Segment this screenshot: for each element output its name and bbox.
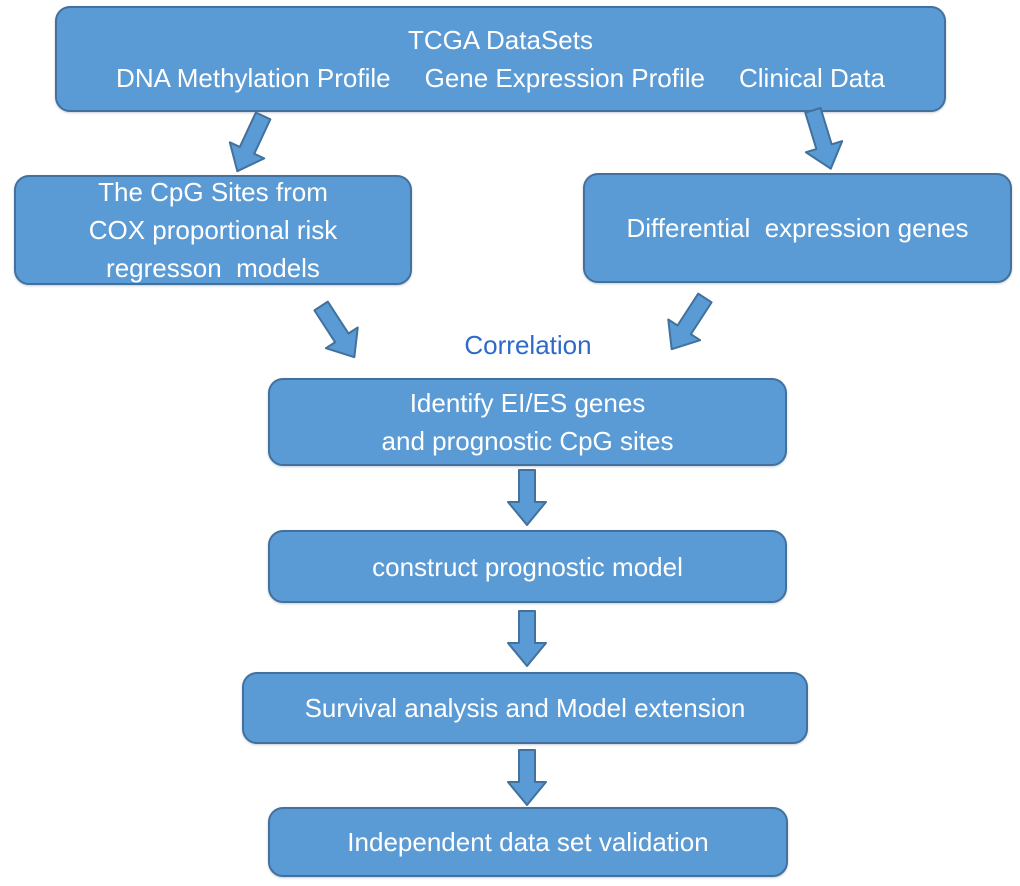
cpg-sites-line-1: The CpG Sites from bbox=[98, 177, 328, 207]
node-independent-validation: Independent data set validation bbox=[268, 807, 788, 877]
arrow-construct-to-survival-icon bbox=[507, 610, 547, 667]
identify-line-2: and prognostic CpG sites bbox=[381, 426, 674, 456]
arrow-survival-to-validation-icon bbox=[507, 749, 547, 806]
survival-label: Survival analysis and Model extension bbox=[304, 693, 746, 723]
tcga-sub-gene-expression-profile: Gene Expression Profile bbox=[424, 63, 705, 93]
tcga-sub-dna-methylation-profile: DNA Methylation Profile bbox=[116, 63, 391, 93]
arrow-cpg-to-identify-icon bbox=[313, 300, 359, 359]
tcga-sub-clinical-data: Clinical Data bbox=[738, 63, 885, 93]
arrow-identify-to-construct-icon bbox=[507, 469, 547, 526]
node-tcga-datasets: TCGA DataSets DNA Methylation Profile Ge… bbox=[55, 6, 946, 112]
arrow-tcga-to-cpg-icon bbox=[228, 111, 272, 173]
node-survival-analysis: Survival analysis and Model extension bbox=[242, 672, 808, 744]
arrow-tcga-to-deg-icon bbox=[804, 107, 844, 170]
construct-label: construct prognostic model bbox=[372, 551, 683, 582]
cpg-sites-line-2: COX proportional risk bbox=[88, 215, 338, 245]
node-differential-expression-genes: Differential expression genes bbox=[583, 173, 1012, 283]
node-identify-genes-cpg: Identify EI/ES genes and prognostic CpG … bbox=[268, 378, 787, 466]
tcga-profiles-row: DNA Methylation Profile Gene Expression … bbox=[116, 59, 885, 97]
node-cpg-sites: The CpG Sites from COX proportional risk… bbox=[14, 175, 412, 285]
cpg-sites-line-3: regresson models bbox=[106, 253, 320, 283]
identify-line-1: Identify EI/ES genes bbox=[409, 388, 646, 418]
validation-label: Independent data set validation bbox=[347, 827, 709, 857]
correlation-label: Correlation bbox=[464, 330, 592, 360]
arrow-deg-to-identify-icon bbox=[667, 292, 713, 351]
node-construct-model: construct prognostic model bbox=[268, 530, 787, 603]
tcga-title: TCGA DataSets bbox=[408, 25, 593, 55]
deg-label: Differential expression genes bbox=[626, 213, 969, 243]
